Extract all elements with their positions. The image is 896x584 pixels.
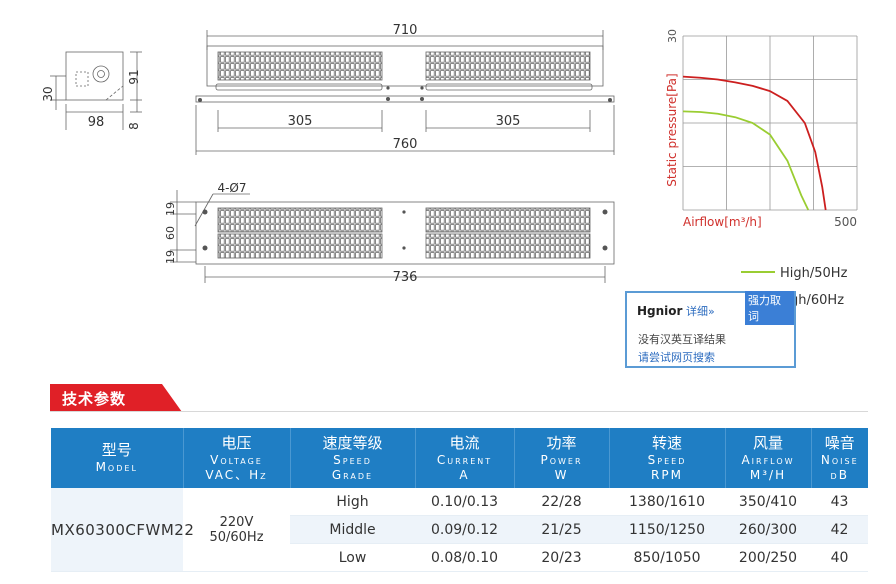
section-divider (50, 411, 868, 412)
rpm-cell: 1380/1610 (609, 488, 725, 516)
legend-label-60hz: gh/60Hz (790, 293, 844, 308)
dim-305-left: 305 (288, 114, 313, 129)
airflow-cell: 350/410 (725, 488, 811, 516)
dim-19-top: 19 (164, 202, 177, 216)
airflow-cell: 260/300 (725, 515, 811, 544)
dim-60: 60 (164, 226, 177, 240)
hole-note: 4-Ø7 (217, 181, 246, 195)
grade-cell: Low (290, 543, 415, 572)
noise-cell: 43 (811, 488, 868, 516)
power-cell: 20/23 (514, 543, 609, 572)
current-cell: 0.10/0.13 (415, 488, 514, 516)
dim-30: 30 (41, 86, 55, 101)
popup-force-lookup-button[interactable]: 强力取词 (745, 291, 794, 325)
dim-98: 98 (88, 115, 105, 130)
dim-91: 91 (127, 69, 141, 84)
tab-shape (50, 384, 182, 412)
model-cell: MX60300CFWM22 (51, 488, 194, 572)
technical-drawing: 710 305 305 760 98 736 4-Ø7 91 8 30 19 6… (41, 23, 615, 285)
y-tick-30: 30 (666, 29, 679, 43)
current-cell: 0.08/0.10 (415, 543, 514, 572)
legend-label-50hz: High/50Hz (780, 266, 848, 281)
dim-710: 710 (393, 23, 418, 38)
popup-message: 没有汉英互译结果 (638, 333, 726, 346)
table-row: Low 0.08/0.10 20/23 850/1050 200/250 40 (51, 543, 868, 572)
dim-736: 736 (393, 270, 418, 285)
dim-760: 760 (393, 137, 418, 152)
noise-cell: 40 (811, 543, 868, 572)
chart-series (682, 75, 827, 211)
section-title: 技术参数 (62, 390, 127, 408)
rpm-cell: 850/1050 (609, 543, 725, 572)
performance-chart: Static pressure[Pa] 30 Airflow[m³/h] 500… (665, 29, 858, 308)
dictionary-popup: Hgnior 详细» 强力取词 没有汉英互译结果 请尝试网页搜索 (625, 291, 796, 368)
power-cell: 22/28 (514, 488, 609, 516)
y-axis-label: Static pressure[Pa] (665, 73, 679, 186)
front-view-housing (206, 45, 604, 87)
chart-grid (682, 35, 858, 211)
x-axis-label: Airflow[m³/h] (683, 215, 762, 229)
current-cell: 0.09/0.12 (415, 515, 514, 544)
noise-cell: 42 (811, 515, 868, 544)
section-title-tab: 技术参数 (50, 384, 182, 412)
table-row: Middle 0.09/0.12 21/25 1150/1250 260/300… (51, 515, 868, 544)
popup-detail-link[interactable]: 详细» (686, 305, 715, 318)
mounting-rail (195, 95, 615, 103)
power-cell: 21/25 (514, 515, 609, 544)
dim-8: 8 (127, 122, 141, 130)
rpm-cell: 1150/1250 (609, 515, 725, 544)
airflow-cell: 200/250 (725, 543, 811, 572)
popup-title: Hgnior (637, 304, 683, 318)
grade-cell: High (290, 488, 415, 516)
dim-305-right: 305 (496, 114, 521, 129)
series-line-50hz (682, 110, 810, 211)
dim-19-bottom: 19 (164, 250, 177, 264)
x-tick-500: 500 (834, 215, 857, 229)
grade-cell: Middle (290, 515, 415, 544)
popup-web-search-link[interactable]: 请尝试网页搜索 (638, 351, 715, 364)
bottom-view-plate (195, 201, 615, 265)
series-line-60hz (682, 75, 827, 211)
